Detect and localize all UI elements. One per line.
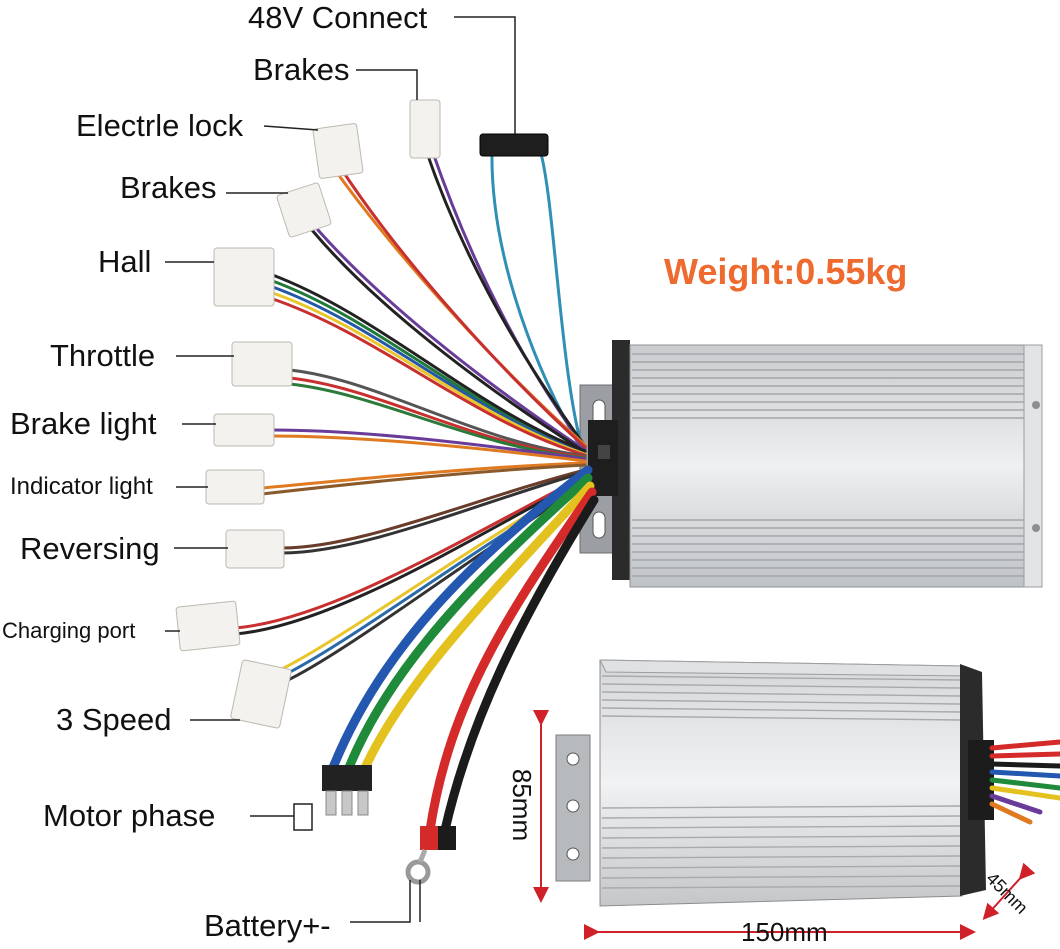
connector-hall — [213, 247, 275, 307]
label-brakes-second: Brakes — [120, 170, 217, 205]
label-electric-lock: Electrle lock — [76, 108, 244, 143]
wire-harness — [233, 148, 599, 835]
connector-reversing — [225, 529, 285, 569]
label-brakes-top: Brakes — [253, 52, 350, 87]
connector-brake-light — [213, 413, 275, 447]
dimension-length: 150mm — [741, 917, 828, 947]
connector-brakes-top — [409, 99, 441, 159]
label-brake-light: Brake light — [10, 406, 157, 441]
weight-label: Weight:0.55kg — [664, 251, 908, 292]
depth-arrow — [982, 862, 1036, 920]
label-throttle: Throttle — [50, 338, 156, 373]
label-48v-connect: 48V Connect — [248, 0, 428, 35]
connector-brakes-second — [276, 182, 332, 238]
controller-top — [579, 340, 1043, 588]
motor-phase-terminals — [322, 765, 372, 816]
connector-3-speed — [230, 659, 292, 729]
leader-lines — [165, 16, 516, 923]
label-battery: Battery+- — [204, 908, 331, 943]
label-motor-phase: Motor phase — [43, 798, 216, 833]
dimension-height: 85mm — [507, 768, 538, 842]
dimension-arrows — [533, 710, 1036, 940]
label-indicator-light: Indicator light — [10, 473, 153, 500]
label-3-speed: 3 Speed — [56, 702, 172, 737]
controller-bottom — [555, 659, 1060, 907]
battery-terminals — [405, 826, 456, 885]
connector-48v — [479, 133, 549, 157]
label-charging-port: Charging port — [2, 618, 136, 643]
connector-indicator-light — [205, 469, 265, 505]
connector-electric-lock — [312, 123, 364, 179]
connector-throttle — [231, 341, 293, 387]
label-reversing: Reversing — [20, 531, 160, 566]
label-hall: Hall — [98, 244, 152, 279]
connector-charging-port — [175, 600, 241, 652]
connectors — [175, 99, 549, 729]
